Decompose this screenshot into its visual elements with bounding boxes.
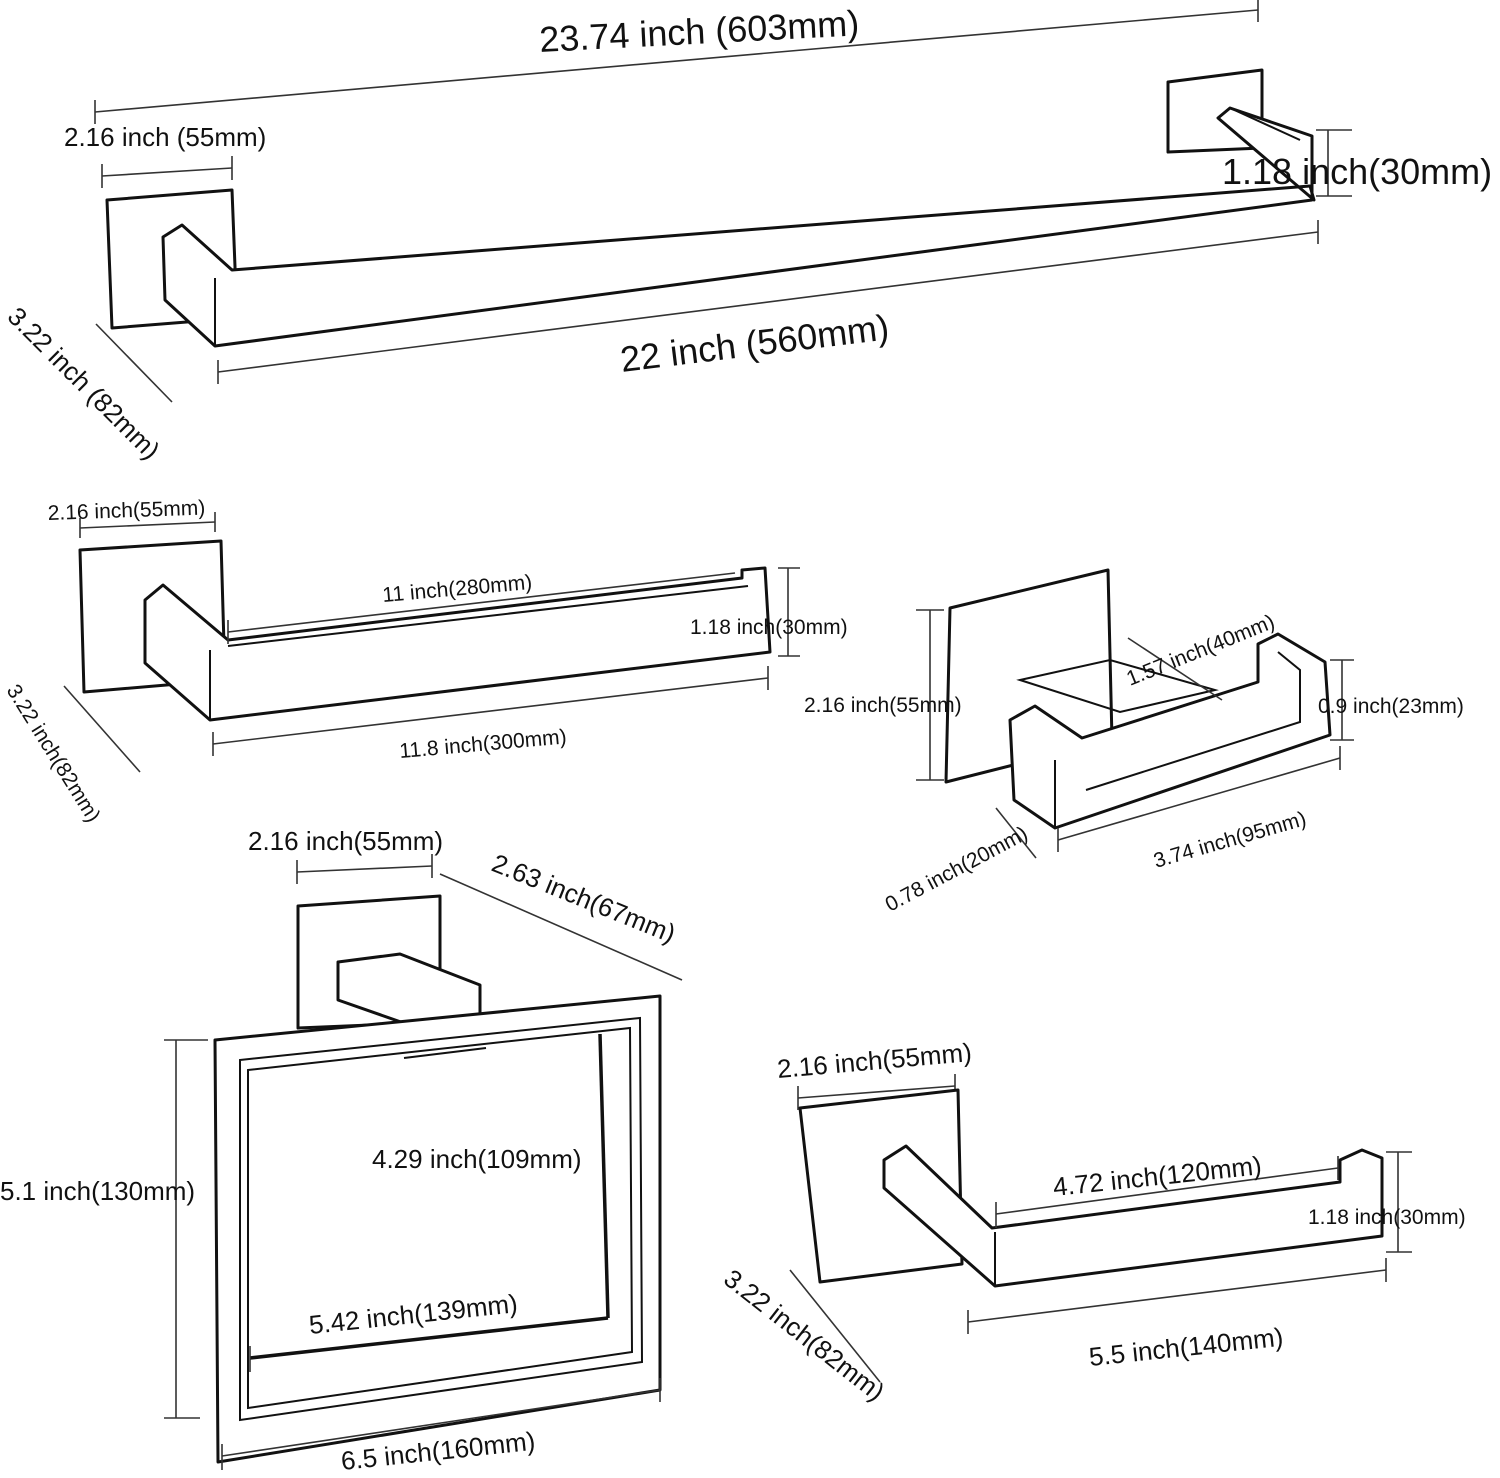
towel-ring-depth: 2.63 inch(67mm): [488, 848, 680, 949]
towel-bar-height: 1.18 inch(30mm): [1222, 151, 1492, 192]
hand-towel-bar-base-width: 2.16 inch(55mm): [47, 497, 205, 525]
hand-towel-bar-drawing: 2.16 inch(55mm) 11 inch(280mm) 1.18 inch…: [2, 497, 848, 827]
robe-hook-length: 3.74 inch(95mm): [1151, 807, 1309, 873]
robe-hook-drawing: 1.57 inch(40mm) 2.16 inch(55mm) 0.9 inch…: [804, 568, 1464, 916]
paper-holder-base-width: 2.16 inch(55mm): [776, 1037, 973, 1084]
paper-holder-height: 1.18 inch(30mm): [1308, 1206, 1466, 1229]
towel-ring-base-width: 2.16 inch(55mm): [248, 826, 443, 856]
towel-bar-base-width: 2.16 inch (55mm): [64, 122, 266, 152]
hand-towel-bar-height: 1.18 inch(30mm): [690, 616, 848, 639]
hand-towel-bar-length: 11.8 inch(300mm): [398, 725, 567, 763]
towel-bar-length: 22 inch (560mm): [618, 306, 891, 380]
paper-holder-inner-length: 4.72 inch(120mm): [1051, 1150, 1263, 1202]
hand-towel-bar-depth: 3.22 inch(82mm): [2, 680, 105, 826]
hand-towel-bar-inner-length: 11 inch(280mm): [381, 571, 533, 607]
robe-hook-base-height: 2.16 inch(55mm): [804, 694, 962, 717]
paper-holder-depth: 3.22 inch(82mm): [718, 1263, 890, 1407]
towel-ring-drawing: 2.16 inch(55mm) 2.63 inch(67mm) 4.29 inc…: [0, 826, 683, 1476]
paper-holder-drawing: 2.16 inch(55mm) 4.72 inch(120mm) 1.18 in…: [718, 1037, 1465, 1407]
towel-ring-outer-height: 5.1 inch(130mm): [0, 1176, 195, 1206]
paper-holder-length: 5.5 inch(140mm): [1087, 1322, 1284, 1372]
towel-bar-drawing: 23.74 inch (603mm) 2.16 inch (55mm) 1.18…: [2, 0, 1492, 465]
towel-bar-overall-length: 23.74 inch (603mm): [538, 2, 860, 60]
towel-ring-inner-height: 4.29 inch(109mm): [372, 1144, 582, 1174]
robe-hook-hook-height: 0.9 inch(23mm): [1318, 695, 1464, 718]
robe-hook-hook-width: 0.78 inch(20mm): [882, 822, 1032, 916]
